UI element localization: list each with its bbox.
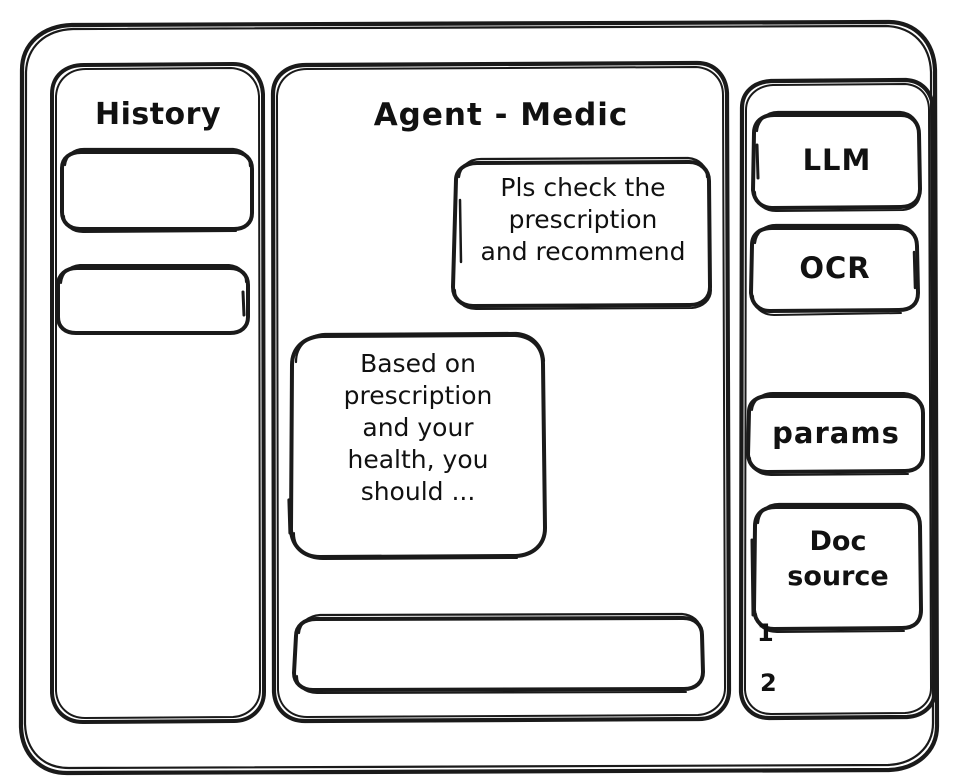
assistant-message-bubble-outline: [287, 331, 547, 560]
history-panel-title: History: [94, 97, 222, 132]
ocr-button[interactable]: OCR: [752, 228, 918, 311]
ocr-button-outline: [749, 223, 920, 316]
llm-button[interactable]: LLM: [754, 115, 920, 208]
user-message-bubble-outline: [451, 156, 712, 310]
user-message-text: Pls check the prescription and recommend: [480, 173, 686, 266]
history-item-2[interactable]: [58, 268, 248, 334]
params-button-outline: [746, 392, 925, 476]
composer-input-outline: [292, 612, 705, 694]
params-button-label: params: [772, 416, 900, 450]
page-title: Agent - Medic: [373, 97, 629, 133]
window-frame-outline: [18, 19, 940, 776]
history-item-1[interactable]: [62, 152, 252, 230]
source-list-item-2[interactable]: 2: [760, 669, 777, 697]
source-list-item-1[interactable]: 1: [757, 619, 774, 647]
assistant-message-text: Based on prescription and your health, y…: [343, 349, 493, 506]
history-item-2-outline: [56, 264, 250, 335]
llm-button-outline: [751, 110, 922, 212]
doc-source-button[interactable]: Doc source: [755, 507, 921, 629]
ocr-button-label: OCR: [799, 251, 871, 285]
history-item-1-outline: [60, 147, 254, 233]
doc-source-button-label: Doc source: [787, 526, 889, 592]
main-panel-outline: [270, 60, 732, 724]
tools-panel-outline: [738, 77, 938, 721]
params-button[interactable]: params: [749, 396, 923, 472]
llm-button-label: LLM: [802, 143, 872, 177]
history-panel-outline: [50, 62, 266, 724]
composer-input[interactable]: [296, 619, 702, 690]
doc-source-button-outline: [750, 502, 923, 633]
